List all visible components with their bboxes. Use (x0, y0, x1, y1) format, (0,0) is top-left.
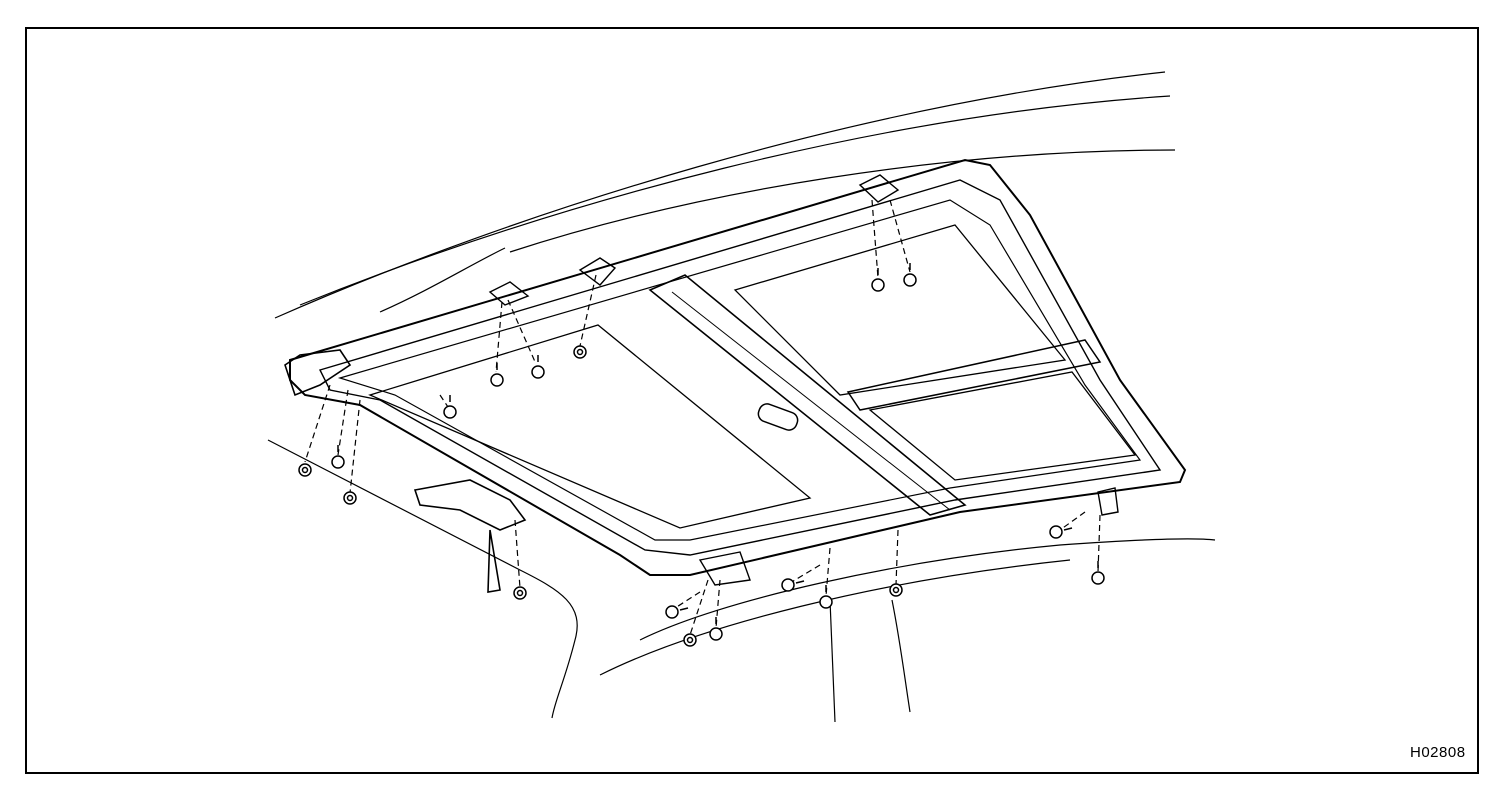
roof-contours (267, 71, 1216, 723)
nut (343, 491, 357, 505)
bolt (1049, 525, 1073, 539)
nut (573, 345, 587, 359)
bolt (819, 585, 833, 609)
bolt (331, 445, 345, 469)
nut (683, 633, 697, 647)
figure-border (25, 27, 1479, 774)
sunroof-frame (284, 158, 1187, 593)
figure-id-label: H02808 (1410, 744, 1466, 761)
nut (513, 586, 527, 600)
bolt (443, 395, 457, 419)
bolt (531, 355, 545, 379)
nut (889, 583, 903, 597)
bolt (709, 617, 723, 641)
bolt (781, 578, 805, 592)
bolt (1091, 561, 1105, 585)
bolt (903, 263, 917, 287)
fasteners (298, 263, 1105, 647)
bolt (665, 605, 689, 619)
bolt (871, 268, 885, 292)
leader-lines (304, 199, 1101, 636)
nut (298, 463, 312, 477)
bolt (490, 363, 504, 387)
